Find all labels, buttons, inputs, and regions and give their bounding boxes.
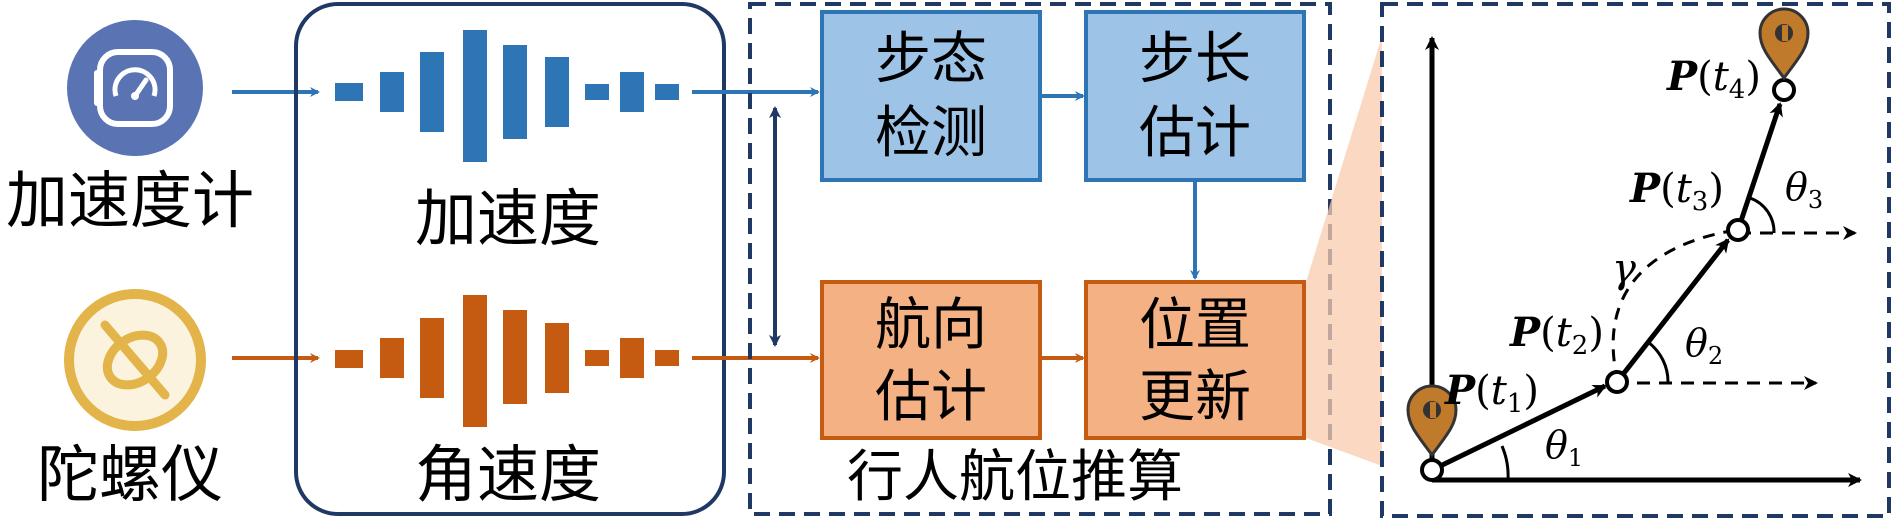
- trajectory-segment-1: [1430, 383, 1607, 473]
- theta1-arc: [1500, 445, 1510, 481]
- theta2-arc: [1647, 340, 1670, 384]
- theta2-label: θ2: [1685, 321, 1723, 370]
- accelerometer-sensor: 加速度计: [6, 20, 254, 237]
- step-length-line2: 估计: [1139, 101, 1251, 166]
- angular-velocity-label: 角速度: [415, 438, 601, 511]
- zoom-wedge: [1306, 36, 1382, 466]
- heading-line1: 航向: [875, 293, 987, 358]
- point-label-3: P(t3): [1629, 165, 1724, 217]
- gyroscope-label: 陀螺仪: [37, 438, 223, 511]
- watch-speedometer-icon: [67, 20, 203, 156]
- point-label-4: P(t4): [1666, 53, 1761, 105]
- step-length-line1: 步长: [1139, 27, 1251, 92]
- point-label-1: P(t1): [1444, 367, 1539, 419]
- acceleration-waveform: [335, 30, 679, 162]
- heading-box: [820, 280, 1042, 440]
- position-update-line1: 位置: [1139, 293, 1251, 358]
- theta3-label: θ3: [1785, 165, 1823, 214]
- gamma-arc: [1611, 228, 1737, 383]
- signal-panel: [294, 2, 726, 516]
- gamma-label: γ: [1612, 246, 1636, 292]
- step-detection-box: [820, 10, 1042, 182]
- heading-line2: 估计: [875, 365, 987, 430]
- theta1-label: θ1: [1545, 423, 1583, 472]
- angular-velocity-waveform: [335, 295, 679, 427]
- trajectory-frame: [1380, 2, 1891, 518]
- theta3-arc: [1749, 196, 1776, 234]
- acceleration-label: 加速度: [415, 182, 601, 255]
- point-label-2: P(t2): [1509, 309, 1604, 361]
- trajectory-point-3: [1726, 218, 1750, 242]
- trajectory-point-2: [1605, 370, 1629, 394]
- trajectory-point-1: [1420, 458, 1444, 482]
- position-update-line2: 更新: [1139, 365, 1251, 430]
- position-update-box: [1084, 280, 1306, 440]
- pdr-title: 行人航位推算: [847, 445, 1183, 510]
- step-detection-line1: 步态: [875, 27, 987, 92]
- step-detection-line2: 检测: [875, 101, 987, 166]
- trajectory-point-4: [1772, 78, 1796, 102]
- trajectory-segment-2: [1615, 238, 1730, 384]
- accelerometer-label: 加速度计: [6, 164, 254, 237]
- gyroscope-sensor: 陀螺仪: [37, 289, 223, 511]
- map-pin-icon: [1758, 7, 1810, 81]
- map-pin-icon: [1406, 384, 1458, 458]
- trajectory-segment-3: [1735, 102, 1783, 231]
